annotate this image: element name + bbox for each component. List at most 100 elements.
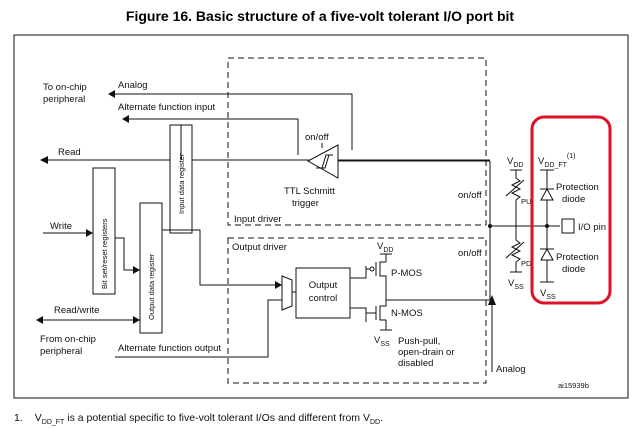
protection-diode-top: [540, 187, 554, 201]
bsr-to-odr-arrow: [133, 266, 140, 274]
highlight-box: [530, 115, 612, 305]
read-write-left-arrow: [36, 316, 43, 324]
pmos-channel: [379, 261, 387, 300]
control-to-pmos-wire: [350, 266, 367, 279]
vss-diode-label: VSS: [540, 288, 556, 301]
vdd-pmos-sub: DD: [383, 247, 393, 254]
pu-resistor: [510, 177, 522, 201]
vddft-sub: DD_FT: [544, 162, 567, 169]
footnote-sub1: DD_FT: [42, 419, 65, 426]
write-arrow: [86, 229, 93, 237]
vss-diode-v: V: [540, 288, 547, 299]
vdd-pu-label: VDD: [507, 156, 523, 169]
bsr-to-odr-wire: [115, 237, 135, 271]
footnote: 1. VDD_FT is a potential specific to five…: [14, 412, 383, 426]
pmos-label: P-MOS: [391, 268, 422, 279]
vss-diode-sub: SS: [546, 294, 556, 301]
protection-bottom-label: Protection: [556, 252, 599, 263]
from-onchip-label: From on-chip: [40, 334, 96, 345]
input-driver-label: Input driver: [234, 214, 282, 225]
figure-title: Figure 16. Basic structure of a five-vol…: [126, 8, 515, 24]
output-mux: [281, 275, 293, 311]
on-off-pd-label: on/off: [458, 248, 482, 259]
output-data-register-label: Output data register: [147, 253, 156, 320]
analog-top-wire: [113, 93, 353, 150]
input-data-register-label: Input data register: [177, 153, 186, 214]
pd-resistor: [510, 239, 522, 263]
footnote-middle: is a potential specific to five-volt tol…: [64, 412, 370, 424]
odr-to-mux-arrow: [275, 281, 282, 289]
vdd-pu-v: V: [507, 156, 514, 167]
bit-set-reset-label: Bit set/reset registers: [100, 218, 109, 289]
alt-input-wire: [127, 118, 299, 155]
analog-bottom-label: Analog: [496, 364, 526, 375]
analog-bottom-arrow: [488, 295, 496, 305]
pmos-bubble: [369, 266, 375, 272]
odr-to-mux-wire: [162, 229, 282, 286]
vss-nmos-v: V: [374, 335, 381, 346]
protection-top-label: Protection: [556, 182, 599, 193]
from-onchip-peripheral-label: peripheral: [40, 346, 82, 357]
vdd-pmos-label: VDD: [377, 241, 393, 254]
output-control-block: [295, 267, 351, 319]
analog-top-arrow: [108, 90, 115, 98]
output-data-register: [139, 202, 163, 334]
vdd-pu-sub: DD: [513, 162, 523, 169]
alt-input-arrow: [122, 115, 129, 123]
read-label: Read: [58, 147, 81, 158]
pd-label: PD: [521, 259, 532, 268]
vss-pd-sub: SS: [514, 284, 524, 291]
footnote-end: .: [380, 412, 383, 424]
io-pin-label: I/O pin: [578, 222, 606, 233]
alt-output-label: Alternate function output: [118, 343, 221, 354]
open-drain-label: open-drain or: [398, 347, 455, 358]
diode-bottom-label: diode: [562, 264, 585, 275]
alt-input-label: Alternate function input: [118, 102, 216, 113]
ttl-schmitt-label: TTL Schmitt: [284, 186, 335, 197]
trigger-label: trigger: [292, 198, 319, 209]
output-label: Output: [309, 280, 338, 291]
output-driver-label: Output driver: [232, 242, 287, 253]
figure-ref: ai15939b: [558, 381, 589, 390]
pu-label: PU: [521, 197, 531, 206]
vdd-pmos-v: V: [377, 241, 384, 252]
io-pin-box: [561, 218, 575, 234]
protection-diode-bottom: [540, 247, 554, 261]
push-pull-label: Push-pull,: [398, 336, 440, 347]
nmos-label: N-MOS: [391, 308, 423, 319]
nmos-channel: [379, 300, 387, 330]
footnote-sub2: DD: [370, 419, 380, 426]
to-onchip-peripheral-label: peripheral: [43, 94, 85, 105]
control-label: control: [309, 293, 338, 304]
read-arrow: [40, 156, 48, 164]
pad-junction: [488, 224, 492, 228]
alt-output-wire: [115, 299, 282, 358]
control-to-nmos-wire: [350, 307, 367, 322]
vddft-note-ref: (1): [567, 153, 576, 160]
to-onchip-label: To on-chip: [43, 82, 87, 93]
output-driver-region: [227, 237, 487, 384]
disabled-label: disabled: [398, 358, 433, 369]
input-driver-region: [227, 57, 487, 226]
footnote-number: 1.: [14, 412, 23, 424]
write-label: Write: [50, 221, 72, 232]
figure-frame: [13, 34, 629, 399]
on-off-schmitt-label: on/off: [305, 132, 329, 143]
diode-junction: [545, 224, 549, 228]
vss-pd-label: VSS: [508, 278, 524, 291]
schmitt-hysteresis-icon-2: [318, 154, 330, 169]
read-write-label: Read/write: [54, 305, 99, 316]
on-off-pu-label: on/off: [458, 190, 482, 201]
vss-nmos-sub: SS: [380, 341, 390, 348]
vddft-label: VDD_FT(1): [538, 153, 575, 169]
footnote-v1: V: [35, 412, 42, 424]
pd-switch: [505, 241, 525, 259]
bit-set-reset-registers: [92, 167, 116, 295]
pu-switch: [505, 179, 525, 197]
vss-pd-v: V: [508, 278, 515, 289]
analog-top-label: Analog: [118, 80, 148, 91]
vddft-v: V: [538, 156, 545, 167]
read-write-right-arrow: [133, 316, 140, 324]
vss-nmos-label: VSS: [374, 335, 390, 348]
